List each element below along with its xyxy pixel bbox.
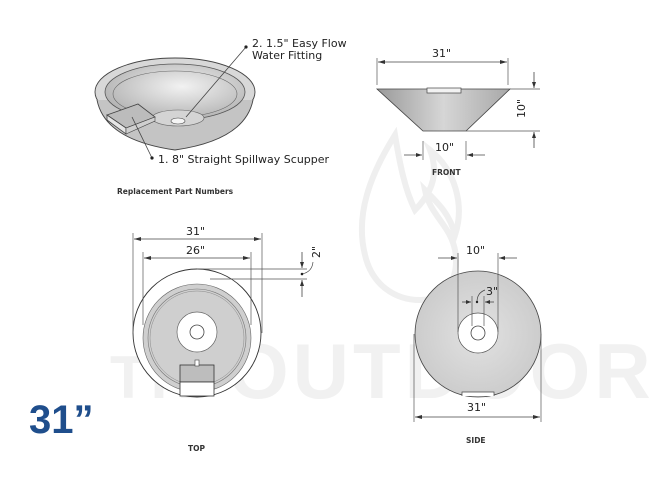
bowl-perspective-illustration [94,45,256,160]
front-base-label: 10" [435,141,454,154]
top-lip-label: 2" [310,246,323,258]
callout-spillway-scupper: 1. 8" Straight Spillway Scupper [158,153,330,166]
side-view-caption: SIDE [466,436,486,445]
front-view-caption: FRONT [432,168,462,177]
front-view [375,58,540,160]
top-view-caption: TOP [188,444,205,453]
side-outer-label: 31" [467,401,486,414]
side-inner-label: 10" [466,244,485,257]
side-view [413,253,542,422]
replacement-part-numbers-heading: Replacement Part Numbers [117,187,234,196]
top-inner-label: 26" [186,244,205,257]
side-hole-label: 3" [486,285,498,298]
front-width-label: 31" [432,47,451,60]
callout-water-fitting-line1: 2. 1.5" Easy Flow [252,37,347,50]
top-outer-label: 31" [186,225,205,238]
flame-watermark-icon [358,126,462,304]
size-badge: 31” [29,398,94,442]
front-height-label: 10" [515,99,528,118]
top-view [132,233,314,398]
callout-water-fitting-line2: Water Fitting [252,49,322,62]
